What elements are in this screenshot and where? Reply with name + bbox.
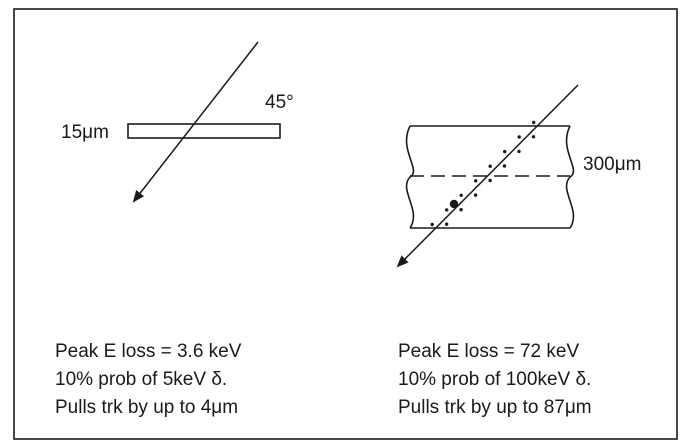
- ionization-dot: [488, 164, 492, 168]
- ionization-dot: [517, 135, 521, 139]
- right-caption-track-pull: Pulls trk by up to 87μm: [398, 397, 592, 418]
- ionization-dot: [430, 222, 434, 227]
- particle-track-thick: [396, 84, 579, 268]
- right-caption-delta-prob: 10% prob of 100keV δ.: [398, 369, 591, 390]
- ionization-dot: [474, 179, 478, 183]
- ionization-dot: [532, 120, 536, 125]
- ionization-dot: [503, 149, 507, 154]
- ionization-dots: [430, 120, 536, 227]
- ionization-dot: [445, 208, 449, 212]
- incidence-angle-label: 45°: [265, 92, 294, 113]
- right-caption-block: Peak E loss = 72 keV 10% prob of 100keV …: [398, 341, 592, 418]
- ionization-dot: [531, 135, 536, 139]
- thin-detector-group: [127, 41, 281, 203]
- ionization-dot: [473, 193, 478, 197]
- ionization-dot: [502, 164, 507, 168]
- ionization-dot: [459, 193, 463, 197]
- ionization-dot: [488, 178, 492, 183]
- figure-frame: [13, 8, 678, 440]
- left-caption-block: Peak E loss = 3.6 keV 10% prob of 5keV δ…: [55, 341, 242, 418]
- thick-thickness-label: 300μm: [583, 154, 641, 175]
- particle-track-thin: [132, 41, 259, 203]
- right-caption-peak-loss: Peak E loss = 72 keV: [398, 341, 579, 362]
- delta-ray-marker: [449, 199, 459, 209]
- thick-detector-right-break: [565, 125, 575, 229]
- left-caption-peak-loss: Peak E loss = 3.6 keV: [55, 341, 242, 362]
- left-caption-track-pull: Pulls trk by up to 4μm: [55, 397, 238, 418]
- thin-detector-layer: [127, 123, 281, 139]
- thick-detector-group: [396, 84, 579, 268]
- left-caption-delta-prob: 10% prob of 5keV δ.: [55, 369, 227, 390]
- ionization-dot: [459, 208, 463, 212]
- ionization-dot: [444, 222, 449, 226]
- thick-detector-left-break: [405, 125, 415, 229]
- thin-thickness-label: 15μm: [61, 122, 109, 143]
- ionization-dot: [517, 149, 521, 154]
